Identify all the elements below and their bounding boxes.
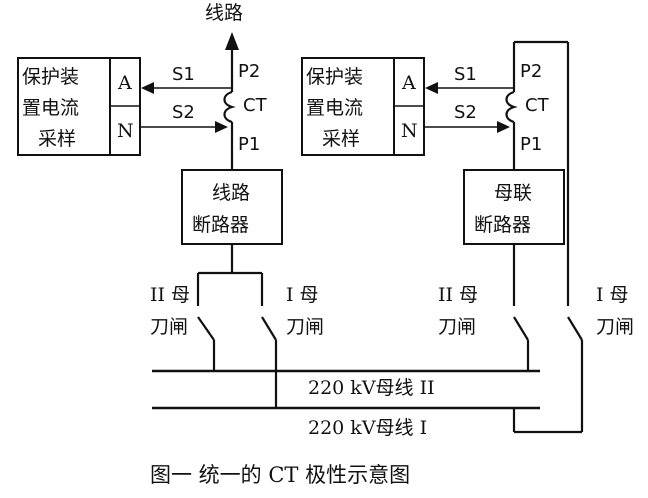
right-circuit: 保护装 置电流 采样 A N S1 S2 P2 CT P1 母联 断路器 (301, 40, 634, 434)
right-switch-ii-line-1: II 母 (438, 284, 478, 306)
right-switch-ii-line-2: 刀闸 (438, 316, 476, 338)
bus-i-label: 220 kV母线 I (308, 417, 427, 439)
right-ct-label: CT (525, 95, 550, 116)
right-breaker-line-2: 断路器 (474, 214, 531, 236)
line-up-arrow (225, 32, 239, 50)
right-p1-label: P1 (520, 134, 542, 155)
right-protect-box (301, 57, 395, 156)
left-switch-i-line-2: 刀闸 (286, 316, 324, 338)
right-protect-line-3: 采样 (322, 128, 360, 150)
right-breaker-line-1: 母联 (494, 182, 532, 204)
left-breaker-box (181, 169, 283, 245)
left-ct-coil (223, 90, 236, 124)
right-protect-line-2: 置电流 (306, 97, 363, 119)
left-switch-ii-line-2: 刀闸 (150, 316, 188, 338)
right-ct-coil (505, 90, 518, 124)
right-s2-label: S2 (454, 102, 477, 123)
right-breaker-box (463, 169, 565, 245)
right-terminal-n: N (401, 120, 418, 142)
left-protect-line-1: 保护装 (22, 66, 79, 88)
right-terminal-a: A (401, 72, 416, 94)
left-switch-i-line-1: I 母 (286, 284, 319, 306)
right-p2-label: P2 (520, 61, 542, 82)
right-s1-label: S1 (454, 64, 477, 85)
right-switch-i-line-2: 刀闸 (596, 316, 634, 338)
right-protect-line-1: 保护装 (306, 66, 363, 88)
line-top-label: 线路 (205, 2, 243, 24)
figure-caption: 图一 统一的 CT 极性示意图 (150, 463, 410, 487)
left-switch-ii-line-1: II 母 (150, 284, 190, 306)
left-terminal-n: N (117, 120, 134, 142)
left-breaker-line-1: 线路 (212, 182, 250, 204)
left-ct-label: CT (243, 95, 268, 116)
left-protect-box (17, 57, 111, 156)
left-protect-line-3: 采样 (38, 128, 76, 150)
right-switch-i-line-1: I 母 (596, 284, 629, 306)
left-breaker-line-2: 断路器 (192, 214, 249, 236)
left-p1-label: P1 (238, 134, 260, 155)
left-protect-line-2: 置电流 (22, 97, 79, 119)
left-circuit: 保护装 置电流 采样 A N S1 S2 P2 CT P1 线路 断路器 (17, 50, 324, 408)
left-terminal-a: A (117, 72, 132, 94)
bus-ii-label: 220 kV母线 II (308, 377, 435, 399)
left-s2-label: S2 (172, 102, 195, 123)
left-s1-label: S1 (172, 64, 195, 85)
left-p2-label: P2 (238, 61, 260, 82)
